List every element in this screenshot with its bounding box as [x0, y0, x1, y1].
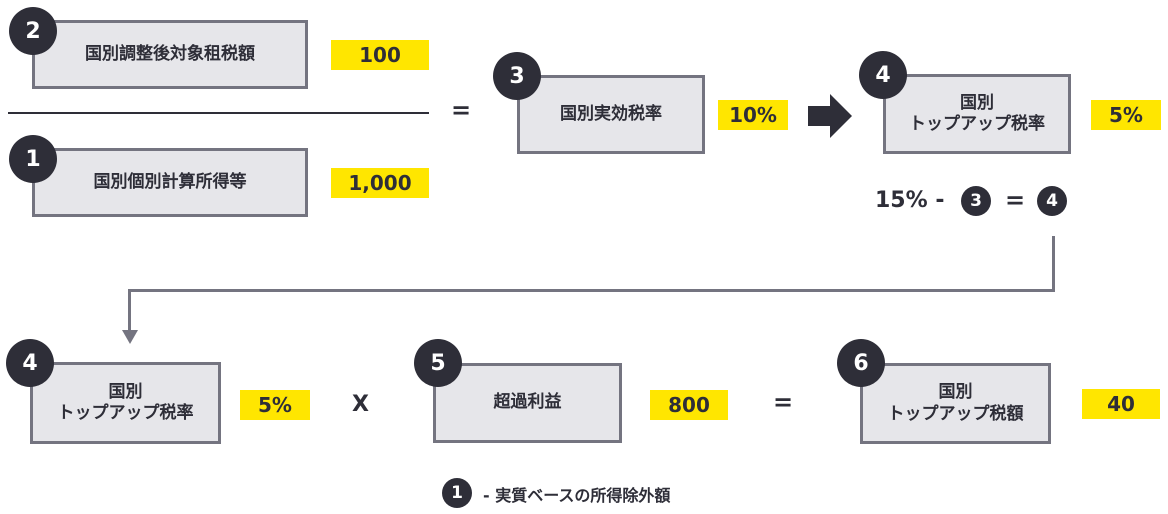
- equals-sign: =: [451, 96, 472, 124]
- etr-value: 10%: [718, 100, 788, 130]
- formula-equals: =: [1005, 186, 1026, 214]
- connector-vertical-right: [1052, 236, 1055, 292]
- topup-rate-label-line2: トップアップ税率: [909, 114, 1045, 134]
- etr-label: 国別実効税率: [560, 103, 662, 124]
- topup-rate-row2-value: 5%: [240, 390, 310, 420]
- times-sign: X: [352, 392, 369, 417]
- step-badge-5: 5: [414, 339, 462, 387]
- connector-vertical-left: [128, 289, 131, 333]
- step-badge-1: 1: [9, 135, 57, 183]
- excess-profit-box: 超過利益: [433, 363, 622, 443]
- topup-tax-label-line2: トップアップ税額: [887, 403, 1024, 424]
- denominator-box: 国別個別計算所得等: [32, 148, 308, 217]
- numerator-box: 国別調整後対象租税額: [32, 20, 308, 89]
- denominator-label: 国別個別計算所得等: [93, 171, 247, 192]
- topup-rate-row2-label-line2: トップアップ税率: [57, 403, 194, 423]
- etr-box: 国別実効税率: [517, 75, 705, 154]
- step-badge-3: 3: [493, 52, 541, 100]
- formula-ref-3: 3: [961, 186, 991, 216]
- numerator-value: 100: [331, 40, 429, 70]
- step-badge-2: 2: [9, 7, 57, 55]
- excess-profit-value: 800: [650, 390, 728, 420]
- fraction-divider: [8, 112, 429, 114]
- down-arrowhead-icon: [122, 330, 138, 344]
- topup-rate-label-line1: 国別: [960, 92, 994, 113]
- topup-rate-box: 国別 トップアップ税率: [883, 74, 1071, 154]
- right-arrow-icon: [808, 94, 852, 138]
- formula-ref-4: 4: [1037, 186, 1067, 216]
- denominator-value: 1,000: [331, 168, 429, 198]
- topup-tax-value: 40: [1082, 389, 1160, 419]
- topup-rate-box-row2: 国別 トップアップ税率: [30, 362, 221, 444]
- topup-rate-value: 5%: [1091, 100, 1161, 130]
- footnote-badge-1: 1: [442, 478, 472, 508]
- connector-horizontal: [128, 289, 1055, 292]
- formula-prefix: 15% -: [875, 188, 945, 213]
- step-badge-6: 6: [837, 339, 885, 387]
- footnote-text: - 実質ベースの所得除外額: [483, 486, 671, 505]
- step-badge-4: 4: [859, 51, 907, 99]
- topup-rate-row2-label-line1: 国別: [108, 381, 143, 402]
- equals-sign-row2: =: [773, 388, 794, 416]
- excess-profit-label: 超過利益: [493, 392, 562, 413]
- step-badge-4-row2: 4: [6, 339, 54, 387]
- topup-tax-box: 国別 トップアップ税額: [860, 363, 1051, 444]
- numerator-label: 国別調整後対象租税額: [85, 43, 255, 64]
- topup-tax-label-line1: 国別: [938, 382, 973, 403]
